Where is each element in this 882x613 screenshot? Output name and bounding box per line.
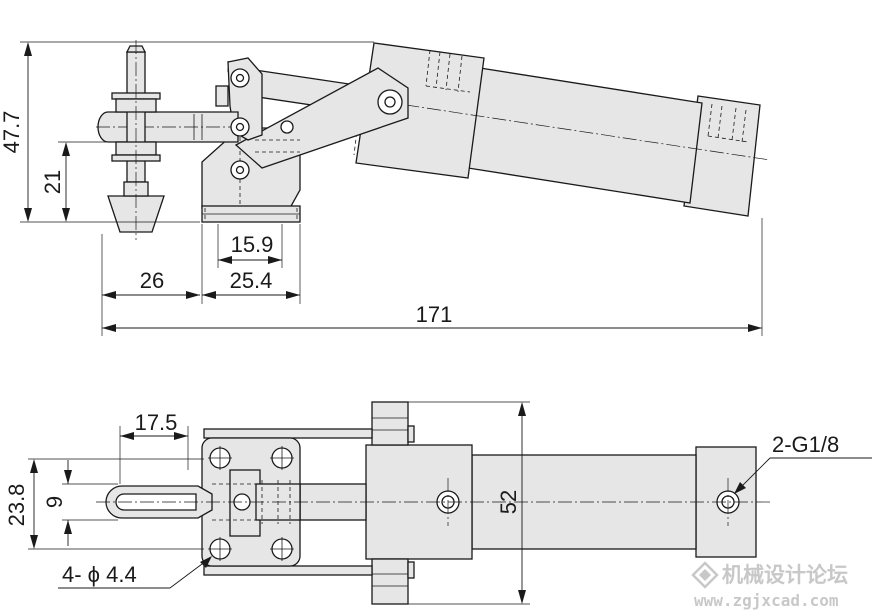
label-port-thread: 2-G1/8 [772, 432, 839, 457]
watermark-logo-inner [699, 569, 711, 581]
top-extension-lines [28, 401, 530, 605]
label-mounting-holes: 4- ϕ 4.4 [62, 562, 137, 587]
link-arm [234, 67, 409, 169]
dim-hole-spacing-top: 17.5 [135, 410, 178, 435]
handle-slot [115, 493, 197, 511]
top-view: 17.5 23.8 9 52 2-G1/8 4- ϕ 4.4 [4, 401, 872, 605]
top-trunnion-upper [371, 401, 409, 446]
top-link-lower [203, 565, 373, 576]
cylinder-axis [339, 94, 771, 161]
top-mounting-holes [208, 446, 294, 561]
trunnion-upper-collar [407, 425, 415, 443]
side-extension-lines [20, 41, 763, 336]
top-link-upper [203, 428, 373, 439]
hidden-lines-front [353, 49, 749, 156]
side-view: 47.7 21 15.9 26 25.4 171 [0, 40, 771, 336]
dim-overall-length: 171 [416, 302, 453, 327]
top-trunnion-lower [371, 558, 409, 605]
dim-height-total: 47.7 [0, 111, 24, 154]
cylinder-barrel [467, 67, 703, 204]
watermark-text: 机械设计论坛 [722, 563, 848, 587]
dim-height-lower: 21 [40, 170, 65, 194]
dim-cylinder-width: 52 [496, 490, 521, 514]
dim-handle-offset: 26 [140, 268, 164, 293]
watermark-url: www.zgjxcad.com [694, 591, 839, 610]
dim-hole-spacing-side: 15.9 [231, 232, 274, 257]
dim-base-depth: 23.8 [4, 484, 29, 527]
dim-spindle-width: 9 [42, 496, 67, 508]
bracket-hidden [227, 60, 300, 153]
watermark-logo-icon [691, 561, 719, 589]
watermark: 机械设计论坛 www.zgjxcad.com [691, 561, 848, 610]
trunnion-lower-collar [407, 561, 415, 579]
pivot-pins [230, 68, 403, 180]
dim-base-width: 25.4 [230, 268, 273, 293]
lever-tab [215, 85, 229, 107]
